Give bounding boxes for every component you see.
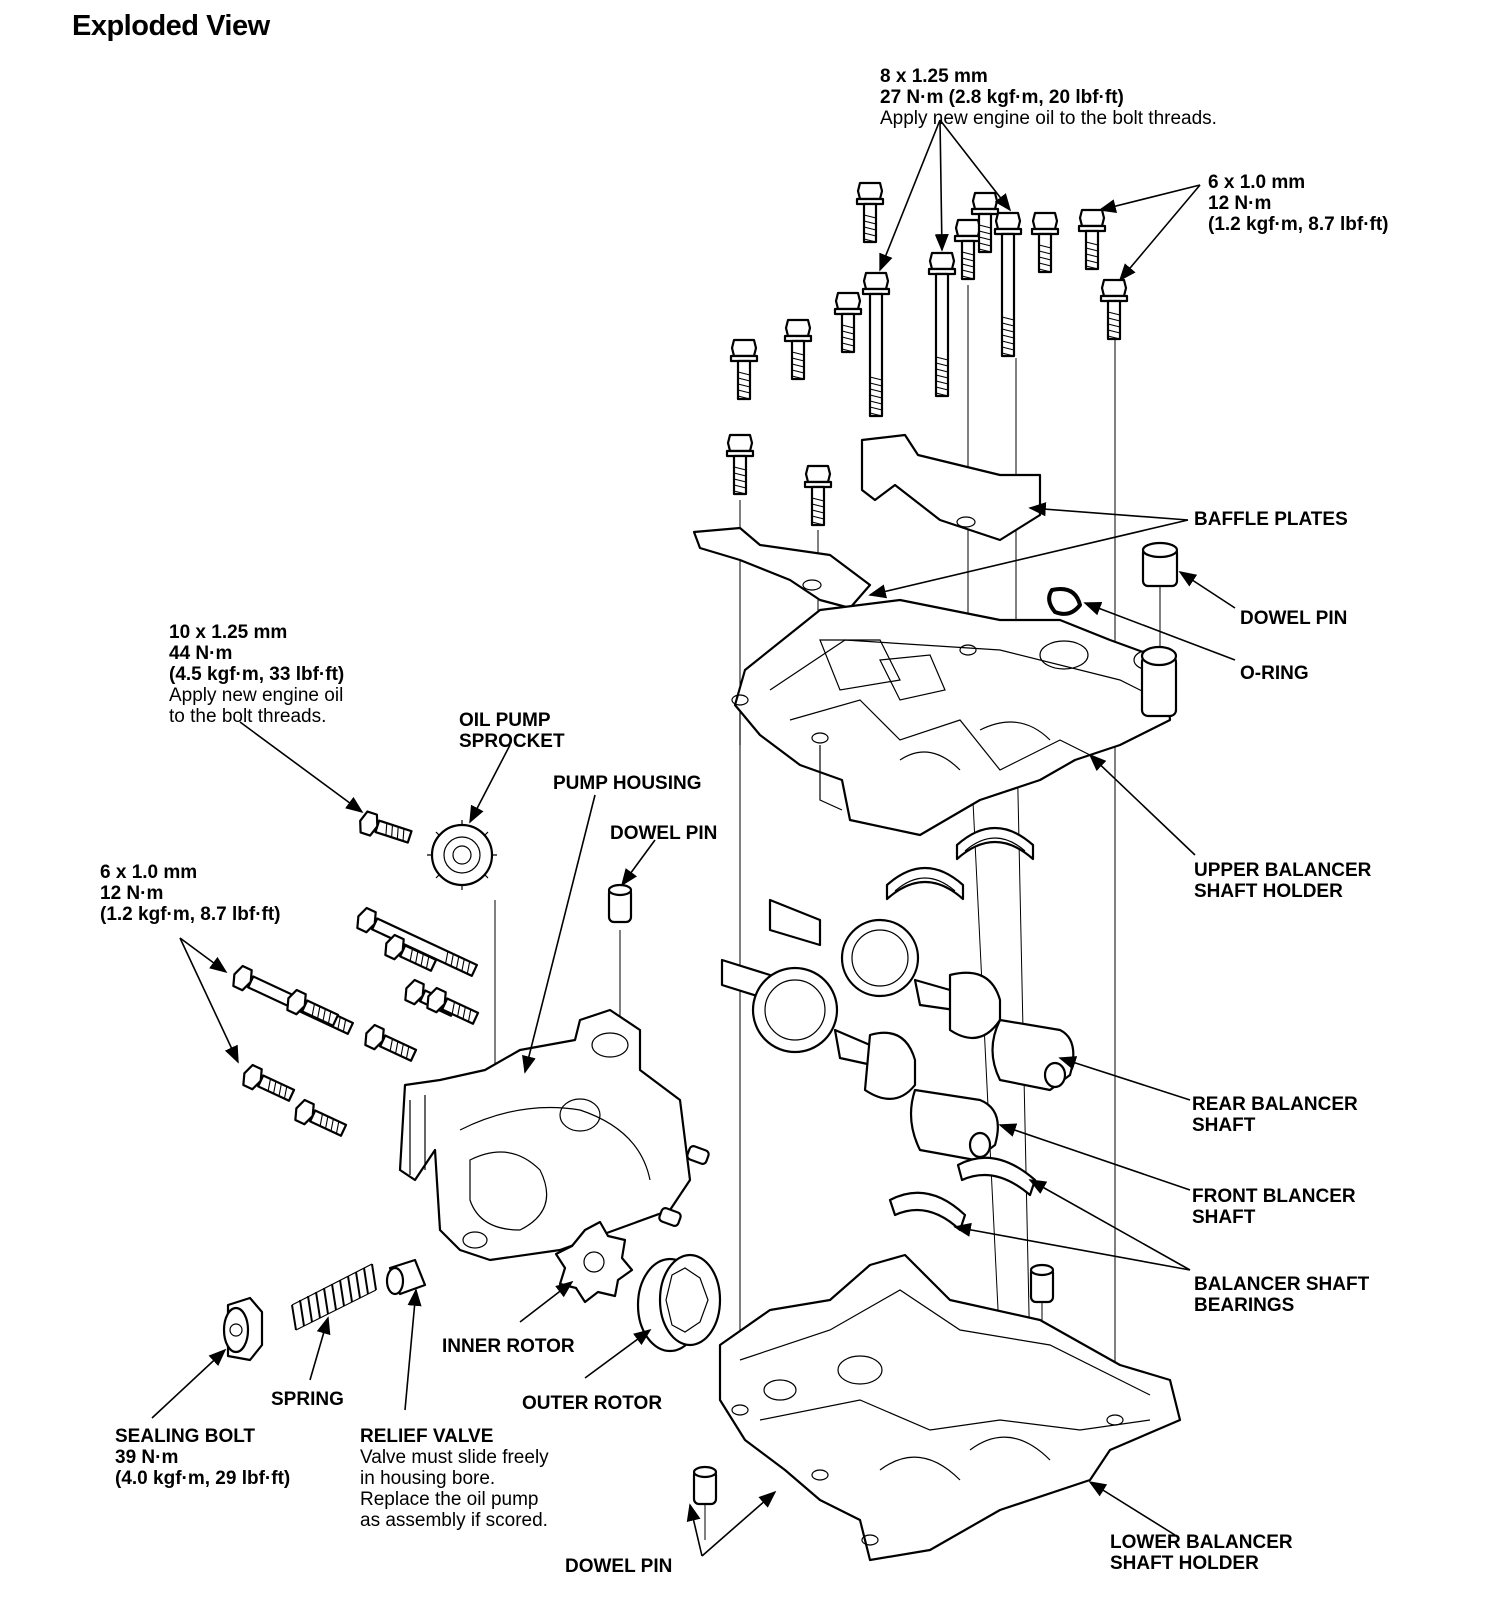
label-relief-valve: RELIEF VALVE Valve must slide freely in … (360, 1426, 549, 1531)
label-lower-balancer-shaft-holder: LOWER BALANCER SHAFT HOLDER (1110, 1532, 1293, 1574)
dowel-pin-pump (607, 883, 633, 924)
upper-right-bolts-size: 6 x 1.0 mm (1208, 172, 1306, 193)
label-spring: SPRING (271, 1389, 344, 1410)
dowel-pin-lower-right (1029, 1263, 1055, 1304)
page-title: Exploded View (72, 10, 270, 42)
dowel-pin-bottom (692, 1465, 718, 1506)
dowel-pin-upper (1141, 541, 1179, 588)
oil-pump-sprocket (427, 820, 497, 890)
upper-bolts-torque: 27 N·m (2.8 kgf·m, 20 lbf·ft) (880, 87, 1124, 108)
baffle-plates (692, 433, 1042, 610)
upper-right-bolts-torque: 12 N·m (1208, 193, 1272, 214)
rear-balancer-shaft (768, 898, 1075, 1092)
label-dowel-pin-upper: DOWEL PIN (1240, 608, 1348, 629)
label-pump-bolts-spec: 6 x 1.0 mm 12 N·m (1.2 kgf·m, 8.7 lbf·ft… (100, 862, 281, 925)
label-upper-right-bolts-spec: 6 x 1.0 mm 12 N·m (1.2 kgf·m, 8.7 lbf·ft… (1208, 172, 1389, 235)
sealing-bolt (222, 1296, 264, 1362)
label-sprocket-bolt-spec: 10 x 1.25 mm 44 N·m (4.5 kgf·m, 33 lbf·f… (169, 622, 345, 727)
label-front-balancer-shaft: FRONT BLANCER SHAFT (1192, 1186, 1356, 1228)
small-dowels (658, 1145, 710, 1227)
upper-balancer-shaft-holder (731, 598, 1178, 837)
inner-rotor (554, 1220, 634, 1304)
upper-bolts-note: Apply new engine oil to the bolt threads… (880, 108, 1217, 129)
label-pump-housing: PUMP HOUSING (553, 773, 702, 794)
leader-lines (151, 119, 1236, 1557)
label-dowel-pin-pump: DOWEL PIN (610, 823, 718, 844)
label-o-ring: O-RING (1240, 663, 1309, 684)
label-balancer-shaft-bearings: BALANCER SHAFT BEARINGS (1194, 1274, 1370, 1316)
lower-balancer-shaft-holder (718, 1253, 1182, 1562)
pump-housing (398, 1008, 692, 1262)
label-dowel-pin-bottom: DOWEL PIN (565, 1556, 673, 1577)
o-ring (1047, 587, 1082, 616)
label-sealing-bolt: SEALING BOLT 39 N·m (4.0 kgf·m, 29 lbf·f… (115, 1426, 291, 1489)
upper-right-bolts-torque-alt: (1.2 kgf·m, 8.7 lbf·ft) (1208, 214, 1389, 235)
relief-valve (385, 1258, 427, 1296)
label-oil-pump-sprocket: OIL PUMP SPROCKET (459, 710, 565, 752)
label-baffle-plates: BAFFLE PLATES (1194, 509, 1348, 530)
sprocket-bolt (355, 809, 415, 849)
upper-bearings (885, 826, 1035, 901)
upper-bolts-size: 8 x 1.25 mm (880, 66, 988, 87)
label-upper-bolts-spec: 8 x 1.25 mm 27 N·m (2.8 kgf·m, 20 lbf·ft… (880, 66, 1217, 129)
outer-rotor (636, 1253, 722, 1353)
label-inner-rotor: INNER ROTOR (442, 1336, 575, 1357)
spring (291, 1263, 377, 1331)
label-rear-balancer-shaft: REAR BALANCER SHAFT (1192, 1094, 1358, 1136)
lower-bearings (888, 1156, 1037, 1232)
label-outer-rotor: OUTER ROTOR (522, 1393, 663, 1414)
label-upper-balancer-shaft-holder: UPPER BALANCER SHAFT HOLDER (1194, 860, 1372, 902)
front-balancer-shaft (720, 958, 999, 1162)
